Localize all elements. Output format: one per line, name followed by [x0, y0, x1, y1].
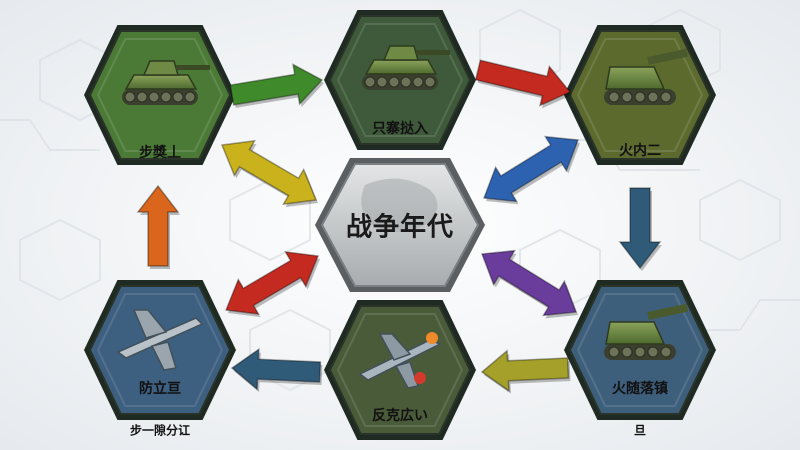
- node-artillery-tr: [564, 25, 716, 165]
- arrow-center-bl: [224, 250, 320, 318]
- node-label-tank-tm: 只寨挞入: [372, 121, 428, 137]
- arrow-center-tl: [220, 139, 318, 208]
- node-bomber-bl: [84, 280, 236, 420]
- node-tank-tm: [324, 10, 476, 150]
- node-artillery-br: [564, 280, 716, 420]
- node-label-bomber-bl: 防立亘: [139, 381, 181, 397]
- node-label-artillery-br: 火随落镇: [612, 381, 668, 397]
- arrow-bl-to-tl: [136, 184, 180, 269]
- world-map-icon: [361, 178, 438, 232]
- arrow-center-tr: [482, 135, 580, 205]
- arrow-tr-to-br: [618, 187, 662, 271]
- arrow-center-br: [480, 249, 578, 319]
- node-tank-tl: [84, 25, 236, 165]
- node-label-artillery-tr: 火内二: [619, 143, 661, 159]
- artillery-icon: [604, 303, 688, 360]
- arrow-tl-to-tm: [229, 63, 324, 108]
- fighter-jet-icon: [358, 332, 442, 389]
- arrow-bm-to-bl: [230, 347, 323, 393]
- arrow-br-to-bm: [480, 349, 571, 394]
- node-label-tank-tl: 步獎丄: [139, 145, 181, 161]
- bomber-icon: [116, 309, 204, 371]
- tank-icon: [362, 45, 450, 90]
- footer-label-left: 步一隙分讧: [129, 423, 191, 438]
- diagram-title: 战争年代: [345, 212, 455, 243]
- node-label-fighter-bm: 反克広い: [372, 408, 428, 424]
- artillery-icon: [604, 48, 688, 105]
- arrow-tm-to-tr: [474, 59, 572, 109]
- node-fighter-bm: [324, 300, 476, 440]
- tank-icon: [122, 60, 210, 105]
- center-node: [315, 158, 485, 292]
- footer-label-right: 旦: [633, 423, 647, 438]
